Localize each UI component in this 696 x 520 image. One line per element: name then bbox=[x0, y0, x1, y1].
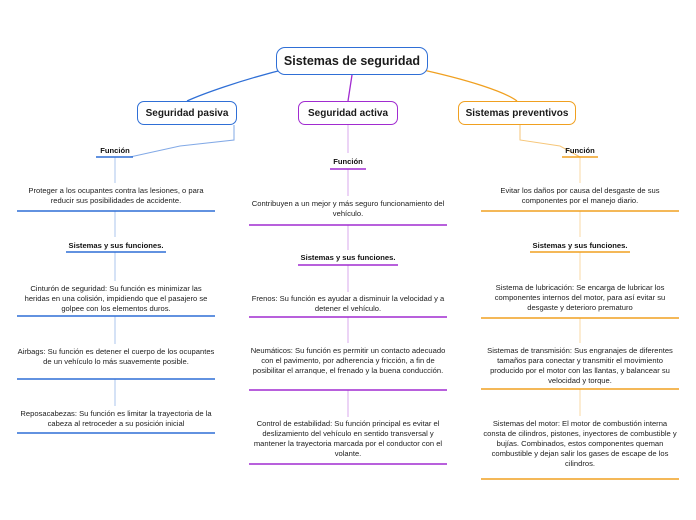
preventivos-funcion-label[interactable]: Función bbox=[565, 146, 595, 155]
pasiva-item-reposacabezas[interactable]: Reposacabezas: Su función es limitar la … bbox=[20, 409, 212, 428]
preventivos-item-transmision[interactable]: Sistemas de transmisión: Sus engranajes … bbox=[487, 346, 673, 385]
activa-item-neumaticos[interactable]: Neumáticos: Su función es permitir un co… bbox=[250, 346, 446, 375]
activa-funcion-text[interactable]: Contribuyen a un mejor y más seguro func… bbox=[251, 199, 445, 218]
branch-preventivos-node[interactable]: Sistemas preventivos bbox=[458, 101, 576, 125]
activa-item-frenos[interactable]: Frenos: Su función es ayudar a disminuir… bbox=[251, 294, 445, 313]
preventivos-sistemas-label[interactable]: Sistemas y sus funciones. bbox=[532, 241, 628, 250]
activa-sistemas-label[interactable]: Sistemas y sus funciones. bbox=[300, 253, 396, 262]
pasiva-funcion-text[interactable]: Proteger a los ocupantes contra las lesi… bbox=[28, 186, 204, 205]
pasiva-sistemas-label[interactable]: Sistemas y sus funciones. bbox=[68, 241, 164, 250]
activa-item-control-estabilidad[interactable]: Control de estabilidad: Su función princ… bbox=[253, 419, 443, 458]
pasiva-funcion-label[interactable]: Función bbox=[100, 146, 130, 155]
preventivos-funcion-text[interactable]: Evitar los daños por causa del desgaste … bbox=[500, 186, 660, 205]
pasiva-item-airbags[interactable]: Airbags: Su función es detener el cuerpo… bbox=[17, 347, 215, 366]
root-node[interactable]: Sistemas de seguridad bbox=[276, 47, 428, 75]
pasiva-item-cinturon[interactable]: Cinturón de seguridad: Su función es min… bbox=[24, 284, 208, 313]
branch-activa-node[interactable]: Seguridad activa bbox=[298, 101, 398, 125]
preventivos-item-motor[interactable]: Sistemas del motor: El motor de combusti… bbox=[483, 419, 677, 468]
branch-pasiva-node[interactable]: Seguridad pasiva bbox=[137, 101, 237, 125]
preventivos-item-lubricacion[interactable]: Sistema de lubricación: Se encarga de lu… bbox=[494, 283, 666, 312]
activa-funcion-label[interactable]: Función bbox=[333, 157, 363, 166]
